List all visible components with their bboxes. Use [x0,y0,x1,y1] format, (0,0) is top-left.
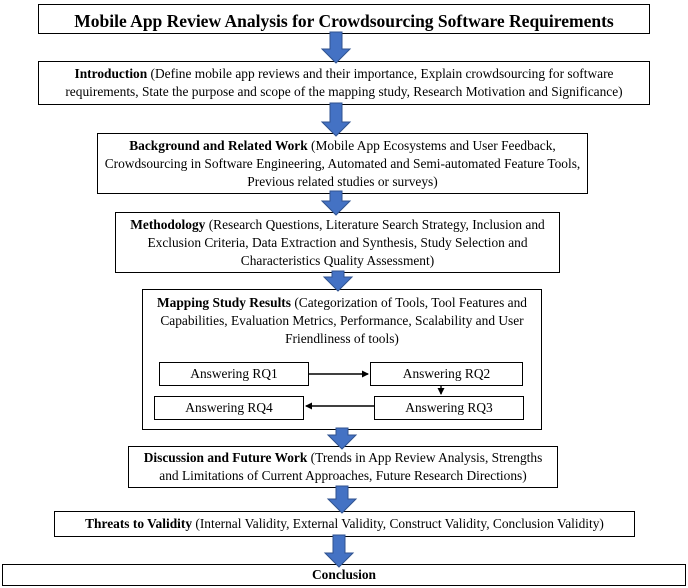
rq1-box: Answering RQ1 [159,362,309,386]
conclusion-box: Conclusion [2,564,686,586]
arrow-discussion-to-threats [326,485,358,514]
arrow-mapping-to-discussion [326,427,358,450]
methodology-heading: Methodology [130,217,206,232]
background-box: Background and Related Work (Mobile App … [97,133,588,194]
arrow-introduction-to-background [320,102,352,137]
mapping-results-text: (Categorization of Tools, Tool Features … [160,295,527,346]
introduction-heading: Introduction [74,66,148,81]
threats-heading: Threats to Validity [85,516,193,531]
rq3-box: Answering RQ3 [374,396,524,420]
background-text: (Mobile App Ecosystems and User Feedback… [104,138,581,189]
introduction-box: Introduction (Define mobile app reviews … [38,61,650,105]
threats-text: (Internal Validity, External Validity, C… [192,516,604,531]
arrow-methodology-to-mapping [322,270,354,292]
discussion-box: Discussion and Future Work (Trends in Ap… [128,446,558,488]
introduction-text: (Define mobile app reviews and their imp… [65,66,623,99]
mapping-results-heading: Mapping Study Results [157,295,291,310]
rq2-box: Answering RQ2 [370,362,523,386]
rq3-label: Answering RQ3 [405,400,493,415]
conclusion-heading: Conclusion [312,567,376,582]
background-heading: Background and Related Work [129,138,308,153]
discussion-heading: Discussion and Future Work [143,450,308,465]
discussion-text: (Trends in App Review Analysis, Strength… [159,450,543,483]
rq4-label: Answering RQ4 [185,400,273,415]
rq1-label: Answering RQ1 [190,366,278,381]
arrow-title-to-introduction [320,31,352,64]
threats-box: Threats to Validity (Internal Validity, … [54,511,635,537]
diagram-title-box: Mobile App Review Analysis for Crowdsour… [38,4,650,34]
methodology-text: (Research Questions, Literature Search S… [147,217,545,268]
rq2-label: Answering RQ2 [402,366,491,381]
diagram-title: Mobile App Review Analysis for Crowdsour… [74,11,614,31]
rq4-box: Answering RQ4 [154,396,304,420]
arrow-background-to-methodology [320,190,352,216]
arrow-threats-to-conclusion [323,534,355,568]
